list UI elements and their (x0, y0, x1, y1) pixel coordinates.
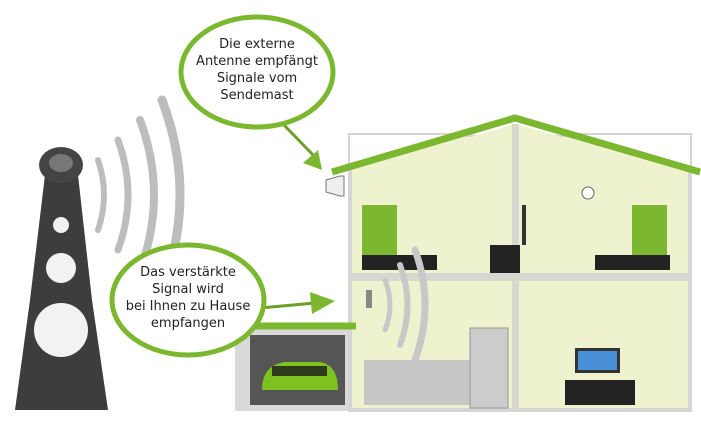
callout-antenna-text: Die externe Antenne empfängt Signale vom… (182, 36, 332, 104)
callout-line: Das verstärkte (140, 265, 236, 280)
callout-line: Signal wird (152, 282, 224, 297)
door-left (362, 205, 397, 260)
house (235, 114, 701, 412)
callout-indoor-text: Das verstärkte Signal wird bei Ihnen zu … (110, 264, 266, 332)
indoor-antenna-icon (366, 290, 372, 308)
door-right (632, 205, 667, 260)
callout-line: Sendemast (220, 88, 294, 103)
kitchen (364, 360, 474, 405)
car-icon (262, 362, 338, 390)
callout-line: bei Ihnen zu Hause (125, 299, 251, 314)
callout-line: Die externe (219, 37, 295, 52)
indoor-signal-waves (382, 246, 429, 364)
callout-bubble-antenna (178, 14, 336, 130)
fridge (469, 327, 509, 409)
callout-line: Antenne empfängt (196, 54, 318, 69)
tv-upper (522, 205, 526, 245)
cell-tower-icon (15, 147, 108, 410)
callout-line: Signale vom (216, 71, 298, 86)
tv-stand (565, 380, 635, 405)
bed-right (595, 255, 670, 270)
desk (490, 245, 520, 273)
callout-bubble-indoor (109, 242, 267, 358)
callout-arrows (259, 121, 335, 314)
external-antenna-icon (325, 175, 345, 197)
wall-clock-icon (581, 186, 595, 200)
callout-line: empfangen (150, 316, 226, 331)
